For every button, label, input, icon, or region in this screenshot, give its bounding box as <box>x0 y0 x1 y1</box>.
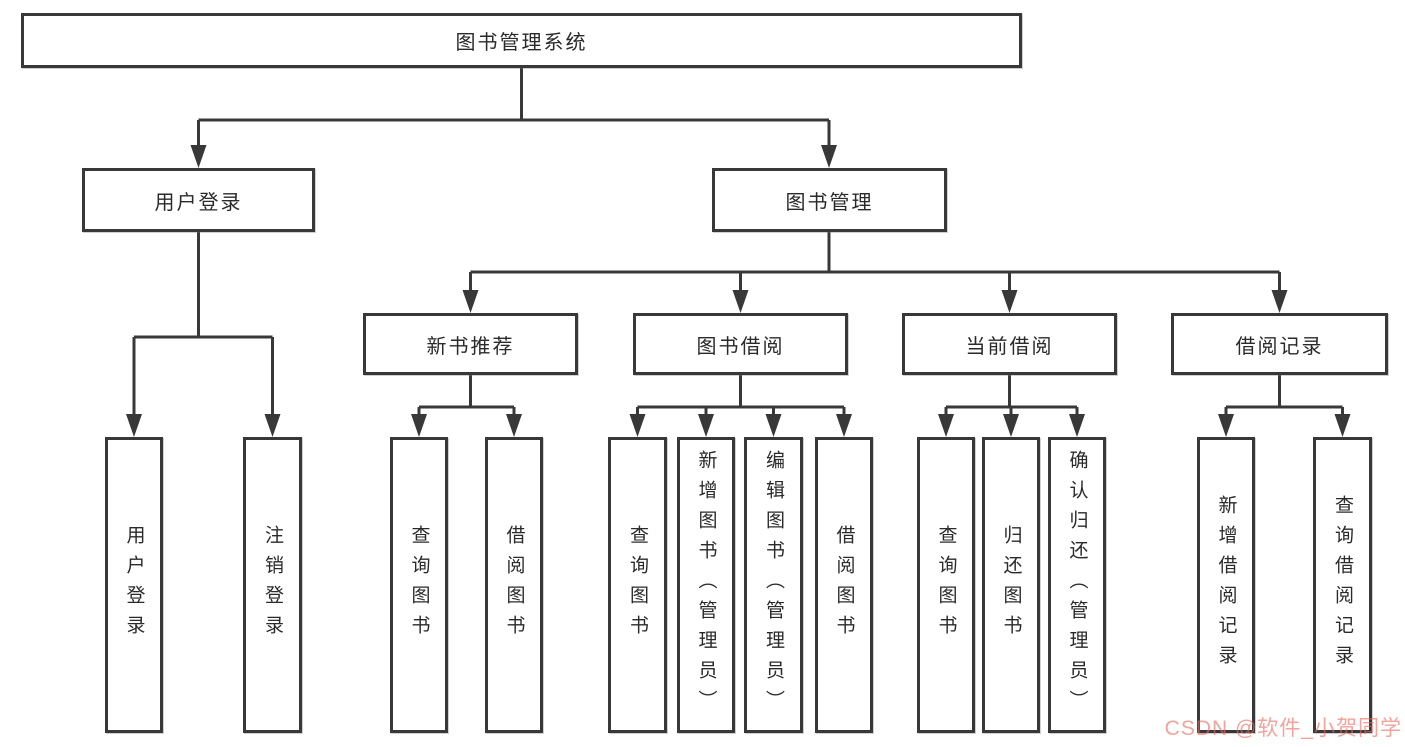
node-book-management: 图书管理 <box>712 168 947 232</box>
leaf-add-borrow-record-label: 新增借阅记录 <box>1215 495 1237 675</box>
watermark: CSDN @软件_小贺同学 <box>1164 717 1402 740</box>
leaf-logout: 注销登录 <box>243 437 302 733</box>
node-user-login: 用户登录 <box>82 168 315 232</box>
leaf-edit-books-admin: 编辑图书（管理员） <box>744 437 803 733</box>
leaf-query-borrow-record: 查询借阅记录 <box>1313 437 1372 733</box>
node-current-borrow-label: 当前借阅 <box>965 335 1054 358</box>
arrowhead <box>126 414 142 437</box>
arrowhead <box>1003 414 1019 437</box>
connector-borrow-records-to-leaves <box>1224 375 1344 416</box>
arrowhead <box>732 290 749 313</box>
leaf-confirm-return-admin: 确认归还（管理员） <box>1048 437 1106 733</box>
arrowhead <box>629 414 646 437</box>
node-borrow-records: 借阅记录 <box>1171 313 1388 375</box>
leaf-confirm-return-admin-label: 确认归还（管理员） <box>1066 450 1088 720</box>
arrowhead <box>411 414 427 437</box>
leaf-user-login-label: 用户登录 <box>123 525 145 645</box>
arrowhead <box>462 290 479 313</box>
node-root-label: 图书管理系统 <box>455 32 588 54</box>
leaf-add-books-admin: 新增图书（管理员） <box>677 437 735 733</box>
arrowhead <box>836 414 852 437</box>
arrowhead <box>821 145 837 168</box>
node-current-borrow: 当前借阅 <box>902 313 1117 375</box>
arrowhead <box>264 414 281 437</box>
leaf-add-borrow-record: 新增借阅记录 <box>1197 437 1255 733</box>
arrowhead <box>938 414 954 437</box>
leaf-query-books-recommend: 查询图书 <box>390 437 448 733</box>
node-new-book-recommend-label: 新书推荐 <box>426 335 515 358</box>
connector-root-to-level2 <box>197 68 831 147</box>
arrowhead <box>1271 290 1288 313</box>
connector-current-borrow-to-leaves <box>944 375 1079 416</box>
leaf-query-books-current: 查询图书 <box>917 437 975 733</box>
leaf-borrow-books: 借阅图书 <box>815 437 873 733</box>
leaf-query-books-borrow-label: 查询图书 <box>627 525 648 645</box>
arrowhead <box>698 414 714 437</box>
leaf-add-books-admin-label: 新增图书（管理员） <box>695 450 717 720</box>
node-new-book-recommend: 新书推荐 <box>363 313 578 375</box>
arrowhead <box>506 414 522 437</box>
leaf-borrow-books-recommend: 借阅图书 <box>485 437 543 733</box>
arrowhead <box>1218 414 1234 437</box>
connector-user-login-to-leaves <box>132 232 274 416</box>
node-user-login-label: 用户登录 <box>154 191 243 214</box>
leaf-borrow-books-label: 借阅图书 <box>833 525 855 645</box>
node-book-borrow-label: 图书借阅 <box>696 335 785 358</box>
node-book-management-label: 图书管理 <box>785 191 874 214</box>
leaf-logout-label: 注销登录 <box>262 525 283 645</box>
arrowhead <box>765 414 782 437</box>
arrowhead <box>1334 414 1351 437</box>
connector-new-book-to-leaves <box>417 375 516 416</box>
leaf-return-books-label: 归还图书 <box>1000 525 1022 645</box>
leaf-borrow-books-recommend-label: 借阅图书 <box>503 525 525 645</box>
arrowhead <box>1069 414 1085 437</box>
leaf-user-login: 用户登录 <box>105 437 163 733</box>
node-root: 图书管理系统 <box>21 13 1022 68</box>
node-borrow-records-label: 借阅记录 <box>1235 335 1324 358</box>
leaf-query-books-borrow: 查询图书 <box>608 437 667 733</box>
leaf-query-borrow-record-label: 查询借阅记录 <box>1332 495 1353 675</box>
arrowhead <box>190 145 207 168</box>
leaf-edit-books-admin-label: 编辑图书（管理员） <box>763 450 784 720</box>
arrowhead <box>1001 290 1018 313</box>
leaf-query-books-recommend-label: 查询图书 <box>408 525 430 645</box>
leaf-query-books-current-label: 查询图书 <box>935 525 957 645</box>
connector-book-mgmt-to-level3 <box>469 232 1281 292</box>
connector-book-borrow-to-leaves <box>636 375 846 416</box>
leaf-return-books: 归还图书 <box>982 437 1040 733</box>
node-book-borrow: 图书借阅 <box>633 313 848 375</box>
